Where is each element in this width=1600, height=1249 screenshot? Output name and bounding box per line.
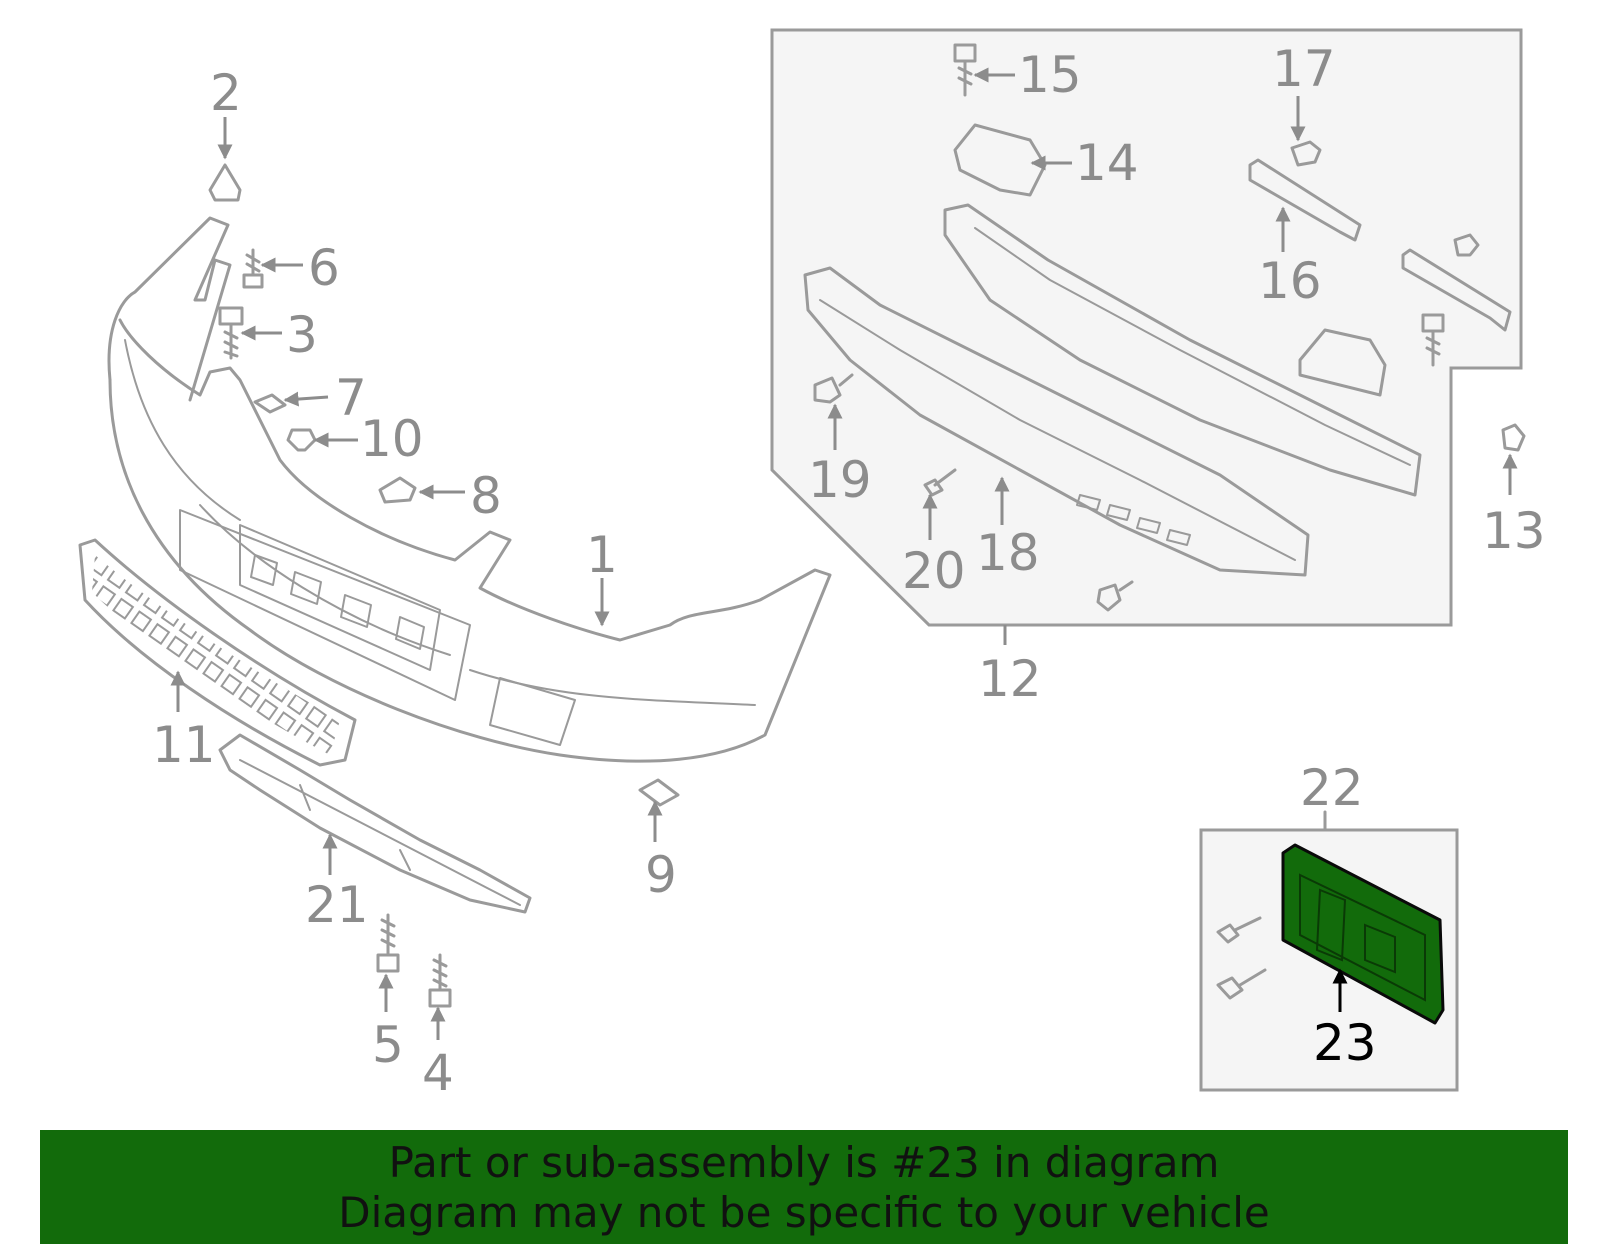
license-plate-bracket-23: [1281, 843, 1445, 1025]
screw-6: [242, 248, 264, 289]
callout-22: 22: [1300, 759, 1364, 817]
reinforcement-beam: [943, 203, 1422, 497]
callout-3: 3: [286, 306, 318, 364]
callout-labels: 1 2 3 4 5 6 7 8 9 10 11 12 13 14 15 16 1…: [152, 40, 1546, 1102]
bracket-14: [953, 123, 1047, 197]
license-screws: [1216, 916, 1267, 1000]
bumper-cover: [107, 216, 832, 763]
callout-12: 12: [978, 650, 1042, 708]
air-deflector: [218, 733, 532, 914]
bolt-15: [953, 43, 977, 97]
banner-line-2: Diagram may not be specific to your vehi…: [338, 1188, 1270, 1237]
lower-grille: [78, 538, 357, 767]
bolt-4: [428, 953, 452, 1008]
callout-16: 16: [1258, 252, 1322, 310]
banner-line-1: Part or sub-assembly is #23 in diagram: [388, 1138, 1220, 1187]
bracket-8: [378, 476, 417, 504]
callout-17: 17: [1272, 40, 1336, 98]
info-banner: Part or sub-assembly is #23 in diagram D…: [40, 1130, 1568, 1244]
callout-6: 6: [308, 239, 340, 297]
callout-1: 1: [586, 526, 618, 584]
clip-7: [253, 393, 287, 414]
leader-lines: [170, 67, 1518, 1040]
callout-19: 19: [808, 451, 872, 509]
callout-7: 7: [335, 369, 367, 427]
callout-13: 13: [1482, 502, 1546, 560]
callout-23: 23: [1313, 1014, 1377, 1072]
bracket-16: [1248, 158, 1512, 332]
callout-4: 4: [422, 1044, 454, 1102]
bolt-3: [218, 306, 244, 360]
callout-11: 11: [152, 716, 216, 774]
clip-10: [286, 428, 317, 452]
clip-9: [638, 778, 680, 807]
reinforcement-group-box: [770, 28, 1523, 627]
callout-10: 10: [360, 410, 424, 468]
callout-5: 5: [372, 1016, 404, 1074]
clip-17: [1290, 140, 1480, 257]
pin-20: [923, 468, 957, 497]
callout-21: 21: [305, 876, 369, 934]
nut-13: [1501, 423, 1526, 452]
callout-2: 2: [210, 64, 242, 122]
energy-absorber-18: [803, 266, 1310, 577]
callout-9: 9: [645, 846, 677, 904]
callout-18: 18: [976, 524, 1040, 582]
bracket-right: [1298, 313, 1445, 397]
clip-19: [813, 373, 1134, 612]
fastener-2: [208, 163, 242, 202]
callout-8: 8: [470, 467, 502, 525]
bolt-5: [376, 913, 400, 973]
callout-20: 20: [902, 542, 966, 600]
callout-14: 14: [1075, 134, 1139, 192]
callout-15: 15: [1018, 46, 1082, 104]
